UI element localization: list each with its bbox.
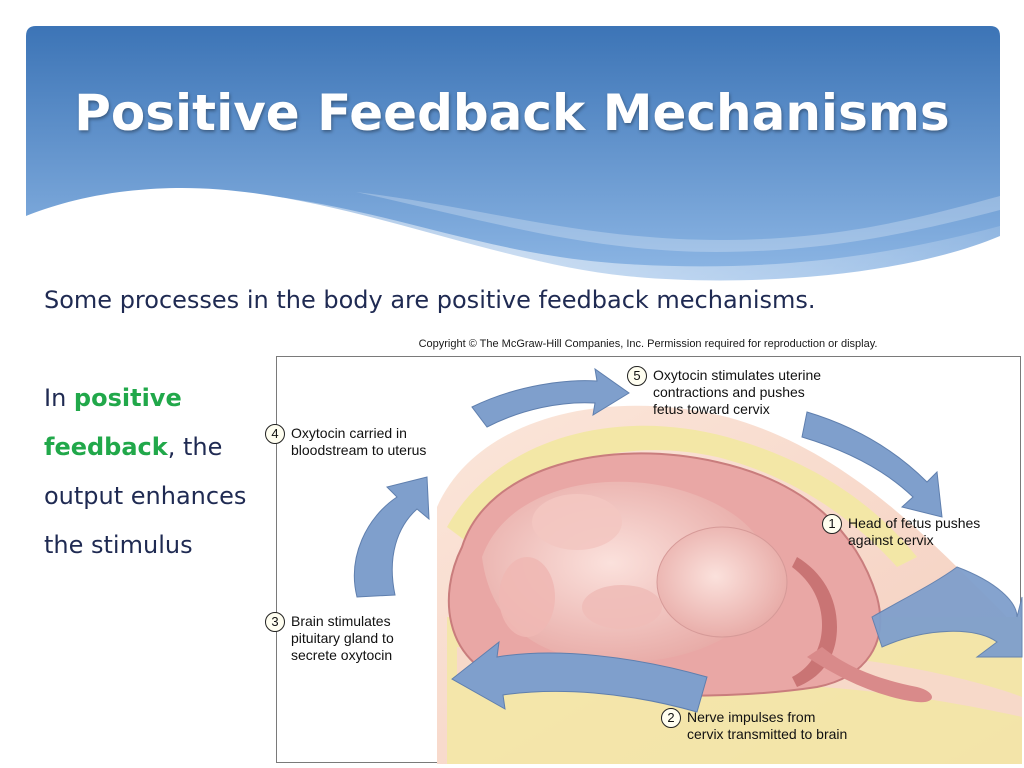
- step-number: 2: [661, 708, 681, 728]
- positive-feedback-term: positive feedback: [44, 384, 182, 461]
- slide-subtitle: Some processes in the body are positive …: [44, 286, 816, 314]
- step-number: 3: [265, 612, 285, 632]
- childbirth-illustration: [353, 367, 1023, 764]
- step-text: Oxytocin carried in bloodstream to uteru…: [291, 425, 427, 458]
- step-text: Nerve impulses from cervix transmitted t…: [687, 709, 848, 742]
- childbirth-feedback-figure: 1 Head of fetus pushes against cervix 2 …: [265, 356, 1023, 764]
- definition-rest: , the output enhances the stimulus: [44, 433, 247, 559]
- feedback-arrows: [353, 367, 1023, 713]
- definition-text: In positive feedback, the output enhance…: [44, 374, 259, 570]
- header-wave-graphic: [26, 26, 1000, 282]
- step-number: 4: [265, 424, 285, 444]
- step-number: 5: [627, 366, 647, 386]
- definition-prefix: In: [44, 384, 74, 412]
- copyright-notice: Copyright © The McGraw-Hill Companies, I…: [418, 338, 878, 350]
- step-number: 1: [822, 514, 842, 534]
- step-2: 2 Nerve impulses from cervix transmitted…: [661, 708, 848, 743]
- step-5: 5 Oxytocin stimulates uterine contractio…: [627, 366, 822, 418]
- step-3: 3 Brain stimulates pituitary gland to se…: [265, 612, 394, 664]
- step-1: 1 Head of fetus pushes against cervix: [822, 514, 981, 549]
- step-text: Oxytocin stimulates uterine contractions…: [653, 367, 822, 417]
- step-text: Brain stimulates pituitary gland to secr…: [291, 613, 394, 663]
- step-text: Head of fetus pushes against cervix: [848, 515, 981, 548]
- header-banner: [26, 26, 1000, 288]
- slide-title: Positive Feedback Mechanisms: [74, 84, 950, 142]
- step-4: 4 Oxytocin carried in bloodstream to ute…: [265, 424, 427, 459]
